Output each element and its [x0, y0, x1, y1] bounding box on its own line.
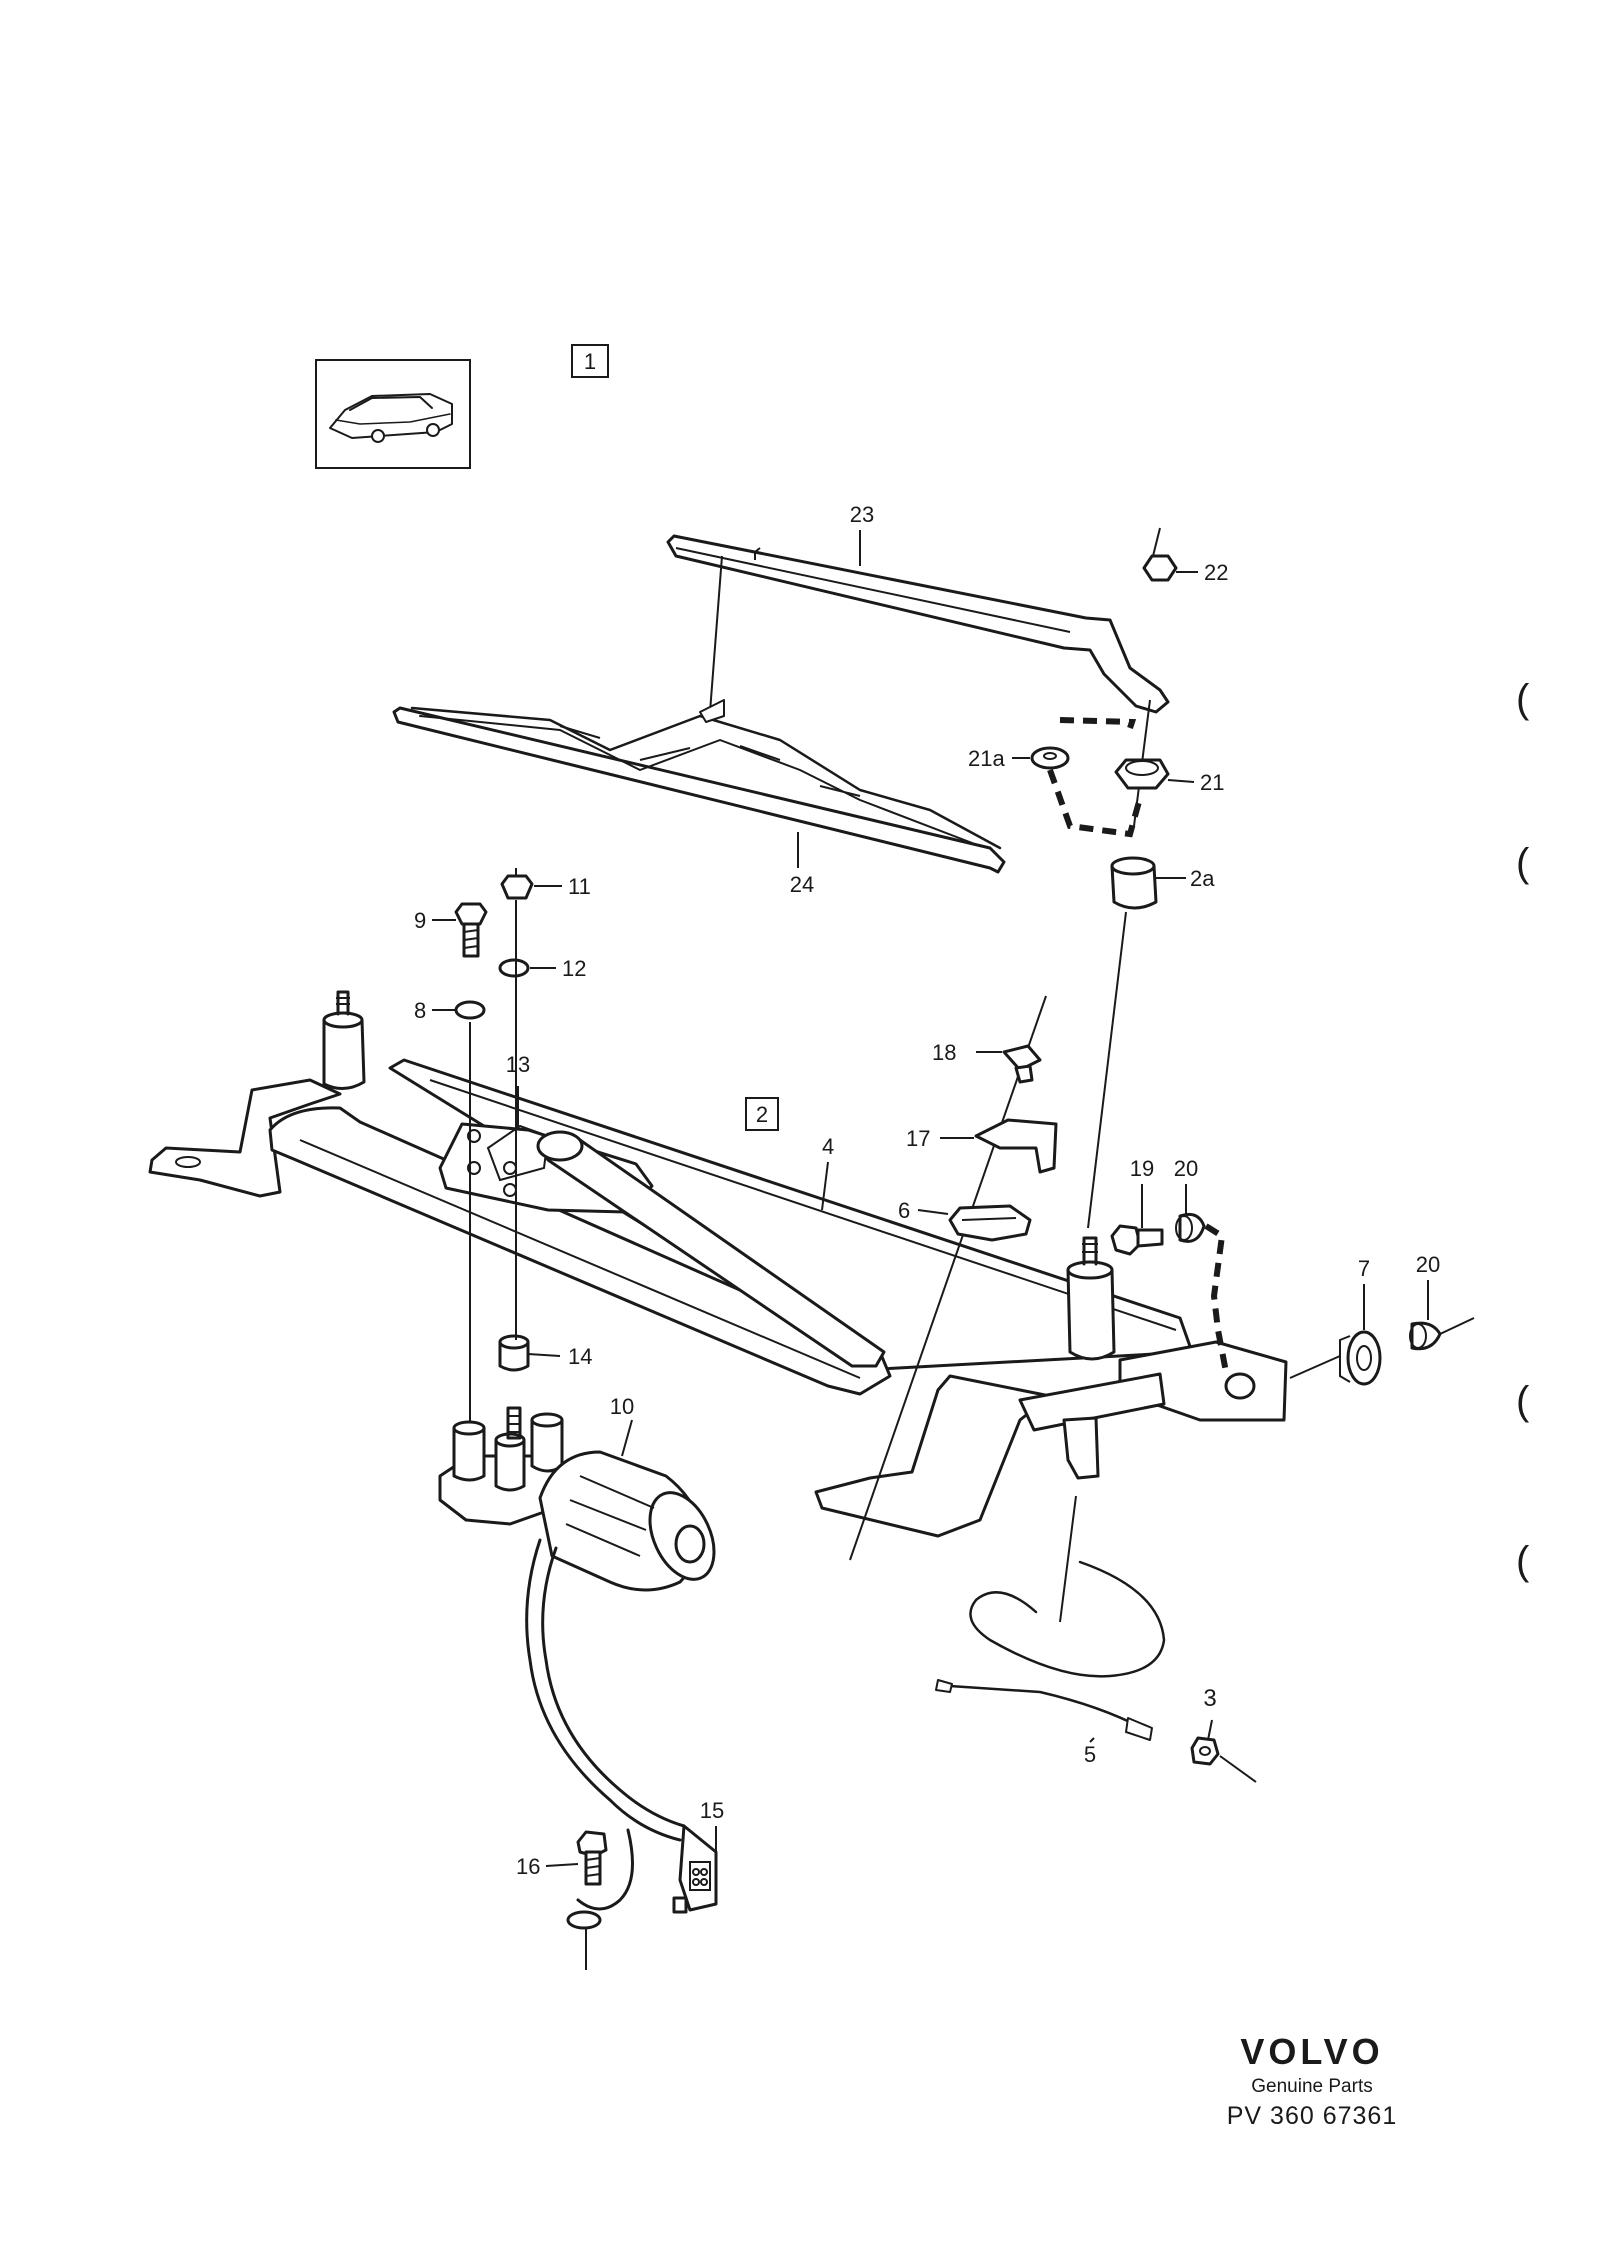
- margin-mark-3: (: [1516, 1379, 1530, 1423]
- wiper-linkage-frame: [148, 990, 1288, 1561]
- callout-labels: 23 22 21a 21 2a 24 11 9 12 8 13 18 17 4 …: [414, 502, 1440, 1879]
- callout-17: 17: [906, 1126, 930, 1151]
- brand-block: VOLVO Genuine Parts PV 360 67361: [1227, 2031, 1397, 2130]
- callout-4: 4: [822, 1134, 834, 1159]
- grommet-7: [1289, 1330, 1382, 1386]
- nut-22: [1133, 527, 1178, 827]
- bolt-16: [566, 1830, 608, 1970]
- box-2-label: 2: [756, 1102, 768, 1127]
- callout-21: 21: [1200, 770, 1224, 795]
- box-1: 1: [571, 344, 609, 378]
- callout-20-lower: 20: [1416, 1252, 1440, 1277]
- dashed-link-20: [1204, 1223, 1229, 1373]
- callout-11: 11: [568, 874, 591, 899]
- margin-mark-1: (: [1516, 677, 1530, 721]
- callout-13: 13: [506, 1052, 530, 1077]
- washer-12: [498, 958, 530, 978]
- cable-5: [935, 1495, 1166, 1741]
- bolt-9: [454, 902, 488, 958]
- volvo-logo: VOLVO: [1240, 2031, 1383, 2072]
- callout-16: 16: [516, 1854, 540, 1879]
- margin-mark-4: (: [1516, 1539, 1530, 1583]
- grommet-14: [498, 1334, 530, 1372]
- callout-24: 24: [790, 872, 814, 897]
- sleeve-2a: [1087, 856, 1158, 1229]
- callout-3: 3: [1203, 1685, 1216, 1712]
- callout-6: 6: [898, 1198, 910, 1223]
- cap-20-upper: [1175, 1212, 1206, 1243]
- washer-8: [454, 1000, 486, 1020]
- callout-12: 12: [562, 956, 586, 981]
- callout-15: 15: [700, 1798, 724, 1823]
- bolt-18: [1002, 1044, 1042, 1084]
- callout-7: 7: [1358, 1256, 1370, 1281]
- callout-8: 8: [414, 998, 426, 1023]
- wiper-arm: [666, 534, 1170, 714]
- callout-22: 22: [1204, 560, 1228, 585]
- nut-3: [1190, 1736, 1257, 1783]
- car-thumbnail: [315, 359, 471, 469]
- callout-21a: 21a: [968, 746, 1005, 771]
- callout-23: 23: [850, 502, 874, 527]
- callout-10: 10: [610, 1394, 634, 1419]
- callout-20-upper: 20: [1174, 1156, 1198, 1181]
- margin-marks: ( ( ( (: [1516, 677, 1530, 1583]
- connector-15: [672, 1824, 718, 1914]
- bushing-21: [1114, 758, 1170, 790]
- callout-19: 19: [1130, 1156, 1154, 1181]
- callout-5: 5: [1084, 1742, 1096, 1767]
- box-2: 2: [745, 1097, 779, 1131]
- clip-17: [974, 1118, 1058, 1174]
- callout-9: 9: [414, 908, 426, 933]
- part-reference-number: PV 360 67361: [1227, 2102, 1397, 2130]
- cap-20-lower: [1409, 1317, 1475, 1351]
- washer-21a: [1030, 746, 1070, 770]
- margin-mark-2: (: [1516, 841, 1530, 885]
- callout-2a: 2a: [1190, 866, 1215, 891]
- wiper-blade: [392, 699, 1006, 874]
- genuine-parts-label: Genuine Parts: [1251, 2076, 1372, 2097]
- nut-11: [500, 868, 534, 900]
- leader-lines: [432, 530, 1429, 1867]
- seal-6: [948, 1204, 1032, 1242]
- wire-harness: [525, 1538, 686, 1911]
- box-1-label: 1: [584, 349, 596, 374]
- dashed-link-21: [1047, 717, 1143, 838]
- callout-14: 14: [568, 1344, 592, 1369]
- callout-18: 18: [932, 1040, 956, 1065]
- bolt-19: [1110, 1224, 1164, 1256]
- wiper-motor: [438, 1406, 716, 1592]
